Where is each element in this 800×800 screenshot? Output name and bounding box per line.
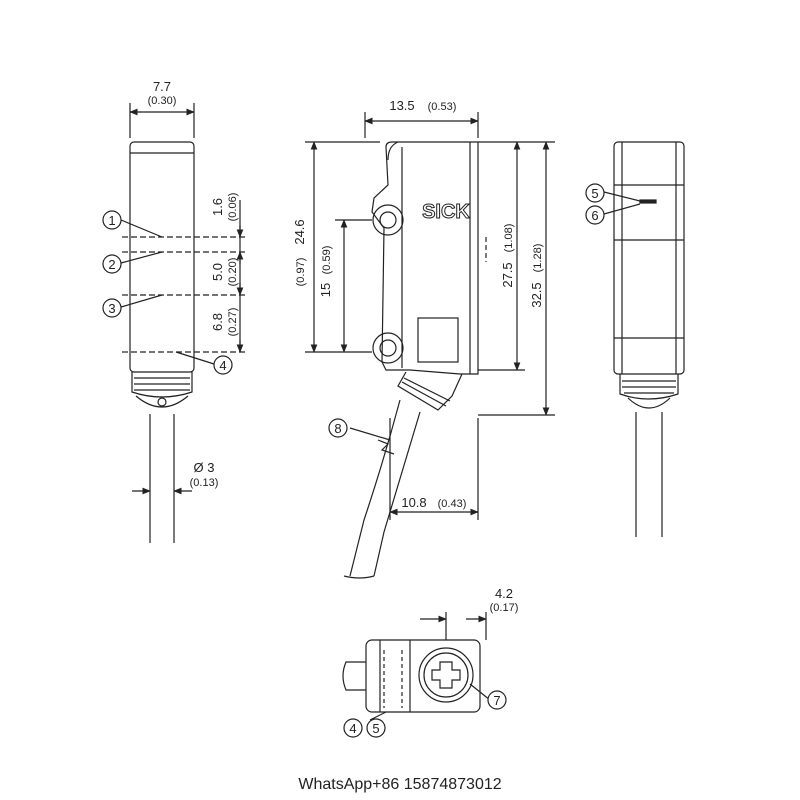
dim-32-5-mm: 32.5 <box>529 282 544 307</box>
callout-7-circle <box>487 690 507 710</box>
dim-width-top-in: (0.53) <box>428 101 457 113</box>
callout-1-circle <box>102 210 122 230</box>
callout-7: 7 <box>493 693 500 708</box>
callout-3-circle <box>102 298 122 318</box>
callout-6: 6 <box>591 208 598 223</box>
rear-view <box>603 141 685 537</box>
side-view <box>305 112 555 579</box>
front-view <box>120 103 248 543</box>
dim-27-5-mm: 27.5 <box>500 262 515 287</box>
callout-2-circle <box>102 254 122 274</box>
callout-6-circle <box>585 205 605 225</box>
bottom-view <box>342 612 491 721</box>
dim-4-2-mm: 4.2 <box>495 586 513 601</box>
dim-cable-dia-in: (0.13) <box>190 477 219 489</box>
dim-6-8-mm: 6.8 <box>210 313 225 331</box>
callout-3: 3 <box>108 301 115 316</box>
callout-4-bottom: 4 <box>349 721 356 736</box>
drawing-area <box>100 72 684 740</box>
dim-6-8-in: (0.27) <box>227 308 239 337</box>
callout-5-bottom: 5 <box>372 721 379 736</box>
callout-1: 1 <box>108 213 115 228</box>
footer-contact: WhatsApp+86 15874873012 <box>298 776 502 793</box>
callout-2: 2 <box>108 257 115 272</box>
dim-width-body-in: (0.30) <box>148 95 177 107</box>
dim-5-0-in: (0.20) <box>227 258 239 287</box>
callout-4-circle <box>213 355 233 375</box>
dim-24-6-in: (0.97) <box>295 258 307 287</box>
callout-5: 5 <box>591 186 598 201</box>
callout-4b-circle <box>343 718 363 738</box>
callouts <box>102 183 605 738</box>
dim-15-in: (0.59) <box>321 246 333 275</box>
dim-27-5-in: (1.08) <box>503 224 515 253</box>
callout-8: 8 <box>334 421 341 436</box>
dim-24-6-mm: 24.6 <box>292 219 307 244</box>
dim-1-6-mm: 1.6 <box>210 198 225 216</box>
brand-logo: SICK <box>422 201 470 223</box>
dim-width-body-mm: 7.7 <box>153 79 171 94</box>
callout-8-circle <box>328 418 348 438</box>
dim-4-2-in: (0.17) <box>490 602 519 614</box>
dimension-labels: 7.7 (0.30) 13.5 (0.53) 1.6 (0.06) 5.0 (0… <box>148 79 544 614</box>
callout-5b-circle <box>366 718 386 738</box>
dim-5-0-mm: 5.0 <box>210 263 225 281</box>
dim-1-6-in: (0.06) <box>227 193 239 222</box>
callout-4: 4 <box>219 358 226 373</box>
dim-10-8-in: (0.43) <box>438 498 467 510</box>
dim-10-8-mm: 10.8 <box>401 495 426 510</box>
callout-5-circle <box>585 183 605 203</box>
dim-width-top-mm: 13.5 <box>389 98 414 113</box>
dim-cable-dia-mm: Ø 3 <box>194 460 215 475</box>
dim-32-5-in: (1.28) <box>532 244 544 273</box>
dim-15-mm: 15 <box>318 283 333 297</box>
